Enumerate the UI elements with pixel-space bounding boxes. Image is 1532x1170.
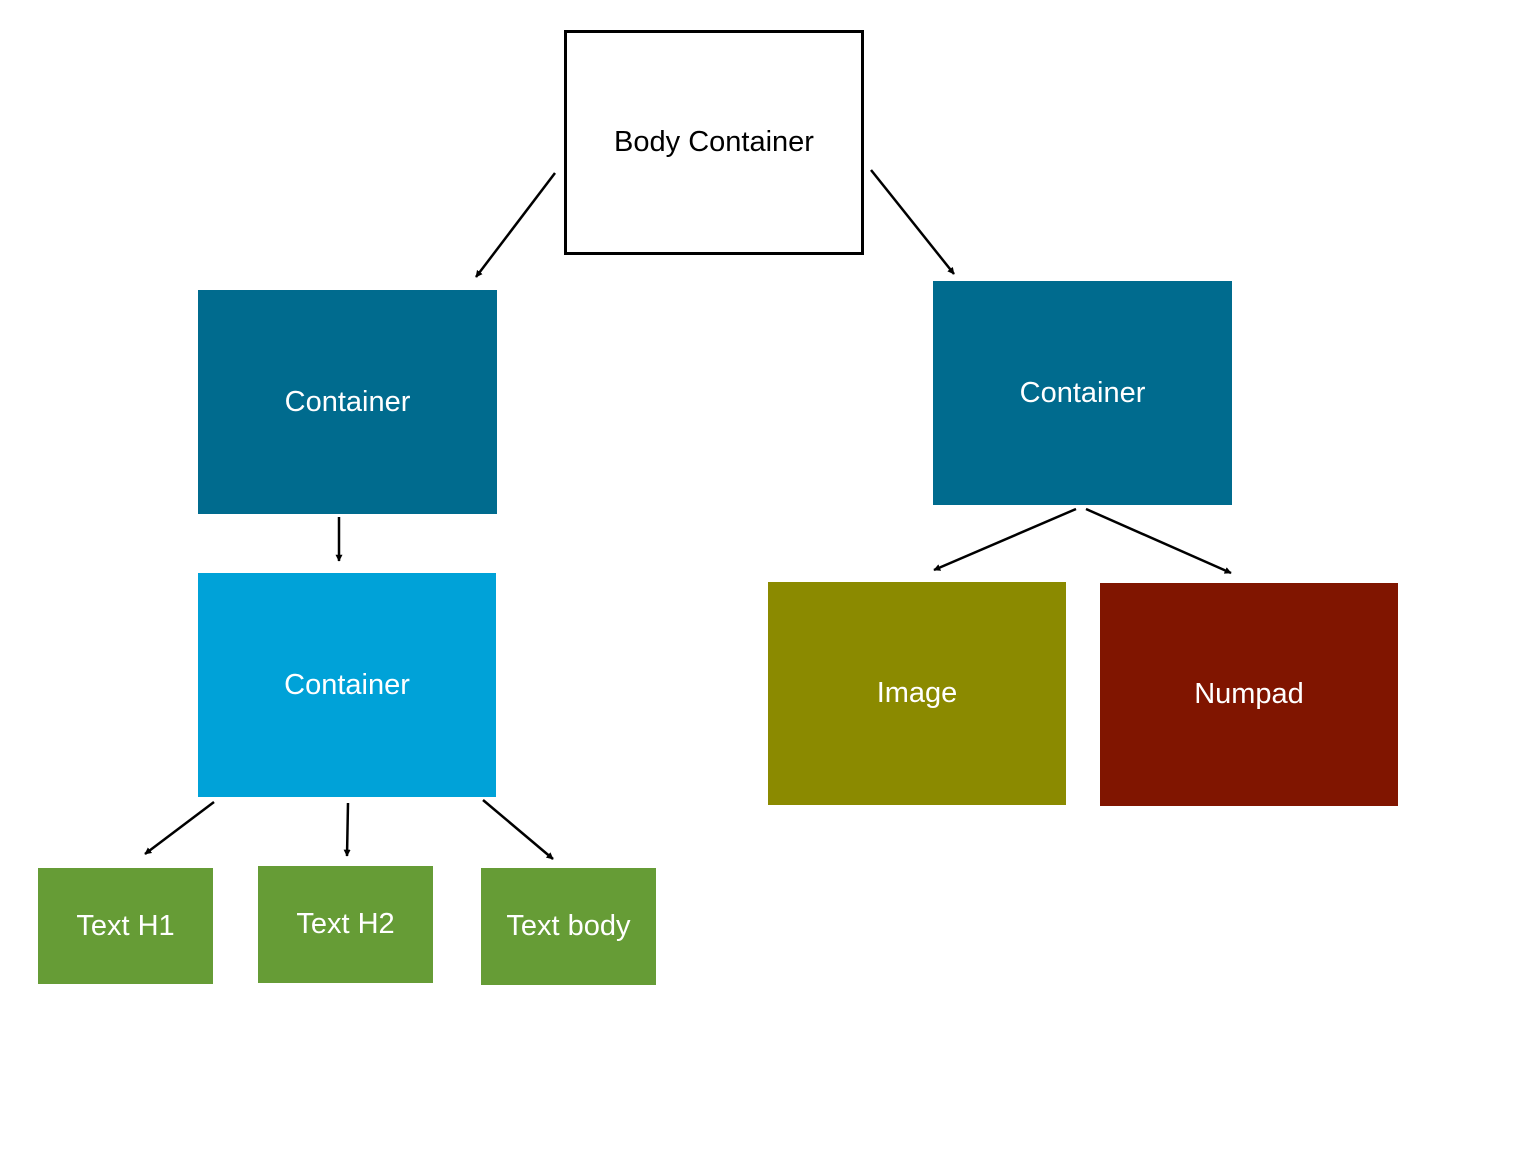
- arrow-inner-container-to-text-h2: [343, 802, 351, 857]
- arrow-right-container-to-image: [933, 507, 1077, 572]
- numpad-node: Numpad: [1100, 583, 1398, 806]
- left-container-label: Container: [284, 385, 411, 418]
- arrow-inner-container-to-text-h1: [144, 801, 215, 855]
- image-node: Image: [768, 582, 1066, 805]
- text-h1-label: Text H1: [76, 909, 175, 942]
- inner-container-node: Container: [198, 573, 496, 797]
- arrow-right-container-to-numpad: [1085, 507, 1232, 575]
- right-container-node: Container: [933, 281, 1232, 505]
- body-container-label: Body Container: [614, 126, 814, 158]
- arrow-body-to-right-container: [870, 169, 955, 275]
- arrow-body-to-left-container: [475, 172, 556, 278]
- body-container-node: Body Container: [564, 30, 864, 255]
- text-h1-node: Text H1: [38, 868, 213, 984]
- arrow-inner-container-to-text-body: [482, 799, 554, 860]
- text-h2-label: Text H2: [296, 908, 395, 940]
- text-body-label: Text body: [506, 910, 631, 942]
- left-container-node: Container: [198, 290, 497, 514]
- right-container-label: Container: [1019, 376, 1146, 409]
- text-h2-node: Text H2: [258, 866, 433, 983]
- inner-container-label: Container: [284, 668, 410, 701]
- text-body-node: Text body: [481, 868, 656, 985]
- numpad-label: Numpad: [1194, 678, 1304, 710]
- image-label: Image: [876, 677, 958, 709]
